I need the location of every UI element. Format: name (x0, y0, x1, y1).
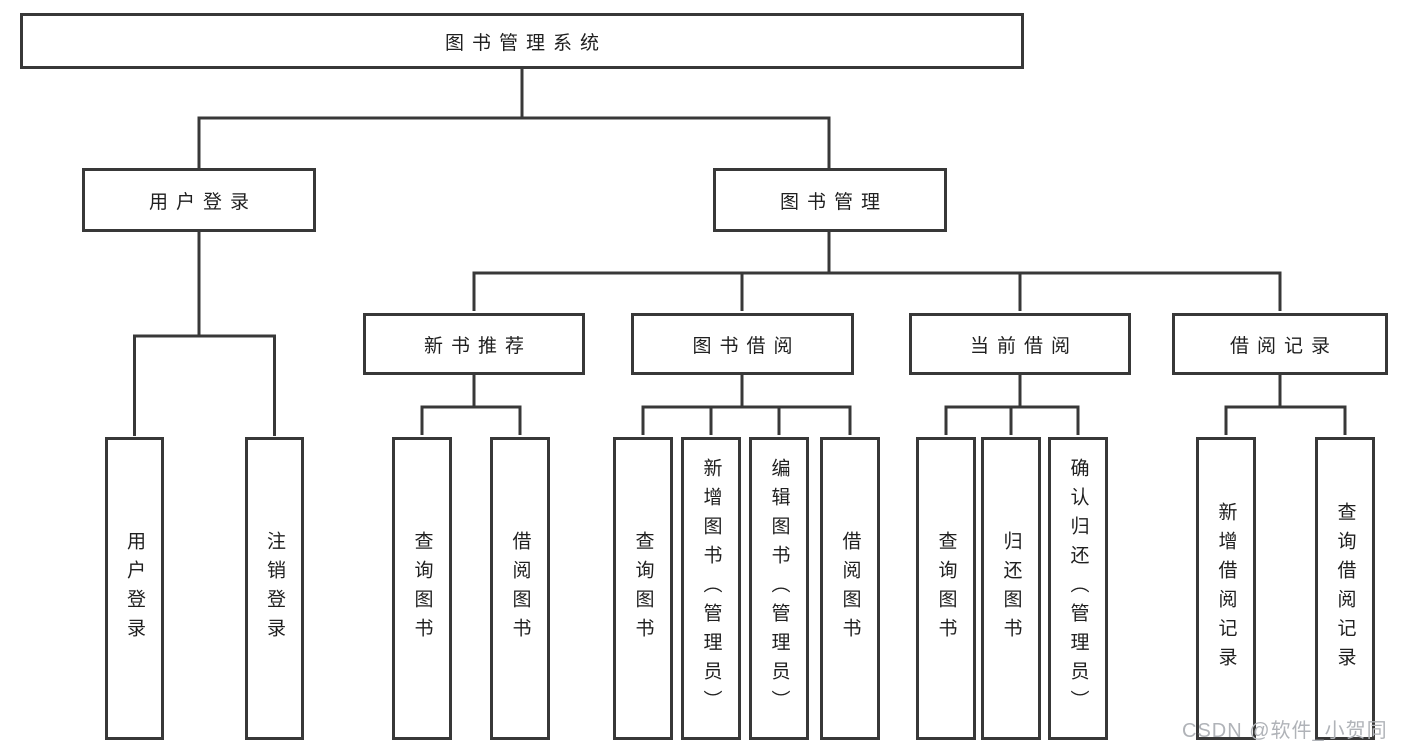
node-library-management-system: 图书管理系统 (20, 13, 1024, 69)
leaf-add-books-admin: 新增图书（管理员） (681, 437, 741, 740)
leaf-borrow-books-1: 借阅图书 (490, 437, 550, 740)
node-book-management: 图书管理 (713, 168, 947, 232)
leaf-query-books-3: 查询图书 (916, 437, 976, 740)
leaf-borrow-books-2: 借阅图书 (820, 437, 880, 740)
leaf-logout: 注销登录 (245, 437, 304, 740)
leaf-add-borrow-record: 新增借阅记录 (1196, 437, 1256, 740)
node-book-borrowing: 图书借阅 (631, 313, 854, 375)
leaf-query-books-2: 查询图书 (613, 437, 673, 740)
node-current-borrowing: 当前借阅 (909, 313, 1131, 375)
leaf-edit-books-admin: 编辑图书（管理员） (749, 437, 809, 740)
leaf-user-login: 用户登录 (105, 437, 164, 740)
watermark-text: CSDN @软件_小贺同学 (1182, 720, 1388, 742)
node-user-login: 用户登录 (82, 168, 316, 232)
leaf-query-borrow-record: 查询借阅记录 (1315, 437, 1375, 740)
leaf-confirm-return-admin: 确认归还（管理员） (1048, 437, 1108, 740)
leaf-return-books: 归还图书 (981, 437, 1041, 740)
node-new-book-recommend: 新书推荐 (363, 313, 585, 375)
leaf-query-books-1: 查询图书 (392, 437, 452, 740)
node-borrowing-records: 借阅记录 (1172, 313, 1388, 375)
